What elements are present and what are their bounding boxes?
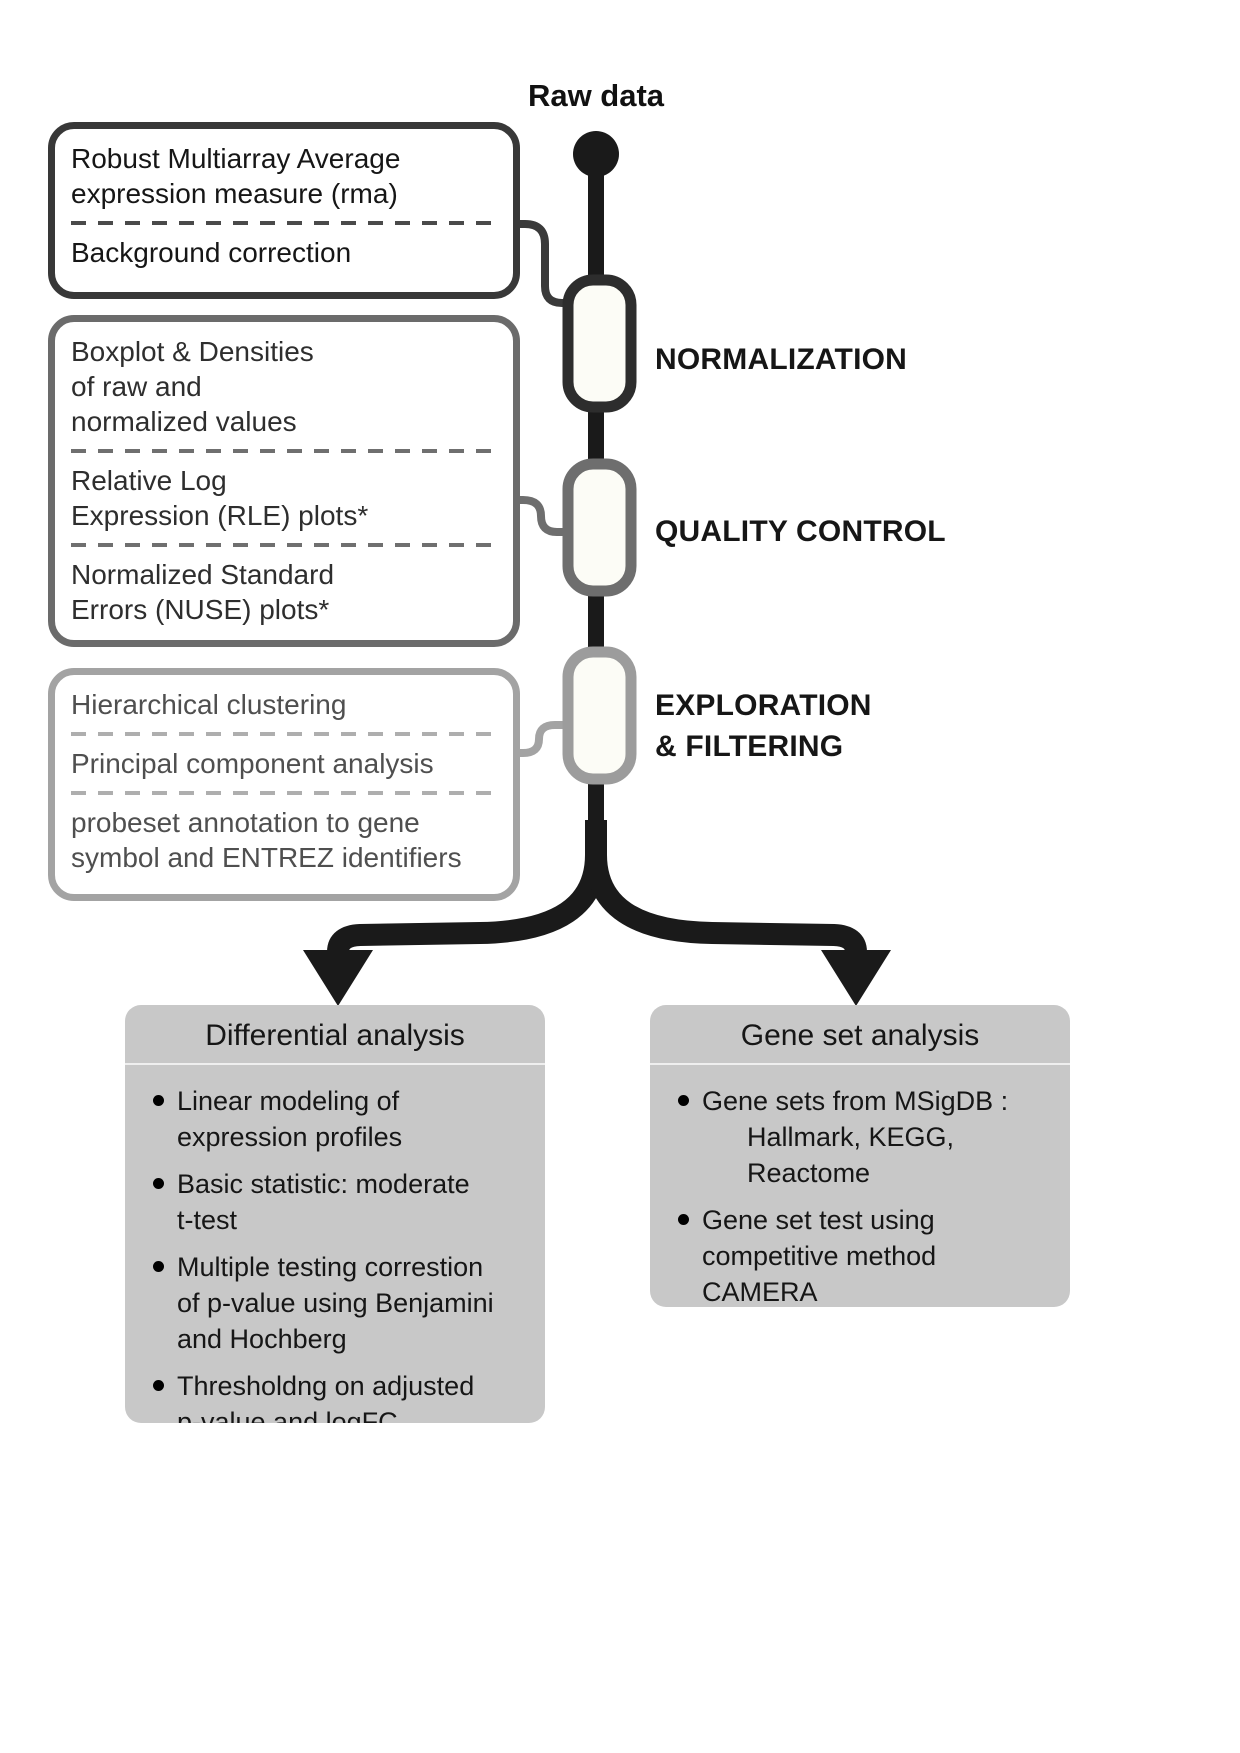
bullet-dot-icon [678,1214,689,1225]
connector-quality-control [515,496,569,536]
connector-exploration [515,721,569,757]
method-hierarchical-clustering: Hierarchical clustering [71,689,347,720]
bullet-dot-icon [153,1095,164,1106]
dashed-divider [71,543,497,547]
exploration-methods-box: Hierarchical clustering Principal compon… [48,668,520,901]
stage-label-exploration: EXPLORATION & FILTERING [655,689,872,763]
bullet-item: Gene sets from MSigDB : Hallmark, KEGG, … [678,1083,1052,1191]
method-nuse-plots: Normalized Standard Errors (NUSE) plots* [71,559,335,625]
bullet-dot-icon [153,1380,164,1391]
raw-data-label: Raw data [527,78,665,113]
bullet-dot-icon [153,1178,164,1189]
bullet-item: Thresholdng on adjusted p-value and logF… [153,1368,527,1423]
quality-control-methods-box: Boxplot & Densities of raw and normalize… [48,315,520,647]
bullet-item: Basic statistic: moderate t-test [153,1166,527,1238]
method-probeset-annotation: probeset annotation to gene symbol and E… [71,807,462,873]
bullet-item: Multiple testing correstion of p-value u… [153,1249,527,1357]
stage-node-normalization [562,274,637,413]
gene-set-analysis-bullets: Gene sets from MSigDB : Hallmark, KEGG, … [650,1065,1070,1307]
bullet-text: Gene sets from MSigDB : Hallmark, KEGG, … [702,1086,1009,1188]
bullet-text: Linear modeling of expression profiles [177,1086,403,1152]
arrowhead-left-icon [303,950,373,1006]
dashed-divider [71,449,497,453]
bullet-text: Thresholdng on adjusted p-value and logF… [177,1371,475,1423]
method-rle-plots: Relative Log Expression (RLE) plots* [71,465,369,531]
title-divider [125,1063,545,1065]
dashed-divider [71,732,497,736]
bullet-dot-icon [153,1261,164,1272]
dashed-divider [71,791,497,795]
bullet-item: Gene set test using competitive method C… [678,1202,1052,1307]
stage-node-quality-control [562,458,637,597]
method-rma: Robust Multiarray Average expression mea… [71,143,401,209]
title-divider [650,1063,1070,1065]
normalization-methods-box: Robust Multiarray Average expression mea… [48,122,520,299]
stage-label-quality-control: QUALITY CONTROL [655,515,946,548]
stage-node-exploration [562,646,637,785]
stage-label-normalization: NORMALIZATION [655,343,908,376]
dashed-divider [71,221,497,225]
method-pca: Principal component analysis [71,748,434,779]
differential-analysis-box: Differential analysis Linear modeling of… [125,1005,545,1423]
differential-analysis-bullets: Linear modeling of expression profiles B… [125,1065,545,1423]
bullet-dot-icon [678,1095,689,1106]
method-boxplot-densities: Boxplot & Densities of raw and normalize… [71,336,314,437]
bullet-text: Multiple testing correstion of p-value u… [177,1252,494,1354]
gene-set-analysis-box: Gene set analysis Gene sets from MSigDB … [650,1005,1070,1307]
method-background-correction: Background correction [71,237,352,268]
bullet-text: Basic statistic: moderate t-test [177,1169,470,1235]
raw-data-node [573,131,619,177]
bullet-item: Linear modeling of expression profiles [153,1083,527,1155]
branch-right [585,820,867,958]
gene-set-analysis-title: Gene set analysis [740,1019,980,1052]
differential-analysis-title: Differential analysis [205,1019,465,1052]
arrowhead-right-icon [821,950,891,1006]
bullet-text: Gene set test using competitive method C… [702,1205,937,1307]
connector-normalization [515,220,570,307]
